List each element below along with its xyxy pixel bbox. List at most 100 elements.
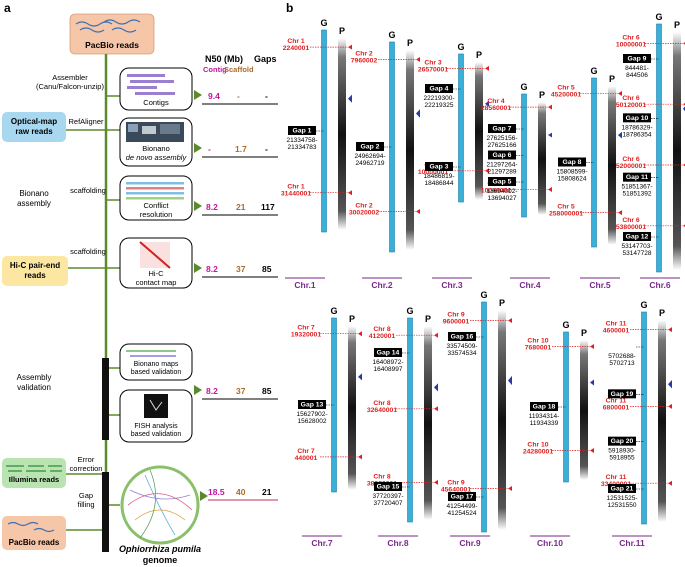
- gap-name: Gap 1: [293, 128, 312, 135]
- optical-map-probe: [338, 38, 346, 230]
- bionano-gaps: -: [265, 144, 268, 154]
- p-letter: P: [499, 298, 505, 308]
- chr-label: Chr.11: [619, 538, 645, 548]
- blue-marker: [358, 373, 362, 381]
- gap-name: Gap 11: [626, 174, 649, 181]
- gap-coords: 12531525-12531550: [606, 495, 637, 509]
- scaffold-header: Scaffold: [224, 65, 254, 74]
- blue-marker: [618, 131, 622, 139]
- gap-name: Gap 14: [377, 350, 400, 357]
- chr-label: Chr.7: [311, 538, 333, 548]
- final-n50-contig: 18.5: [208, 487, 225, 497]
- p-letter: P: [425, 314, 431, 324]
- g-letter: G: [320, 18, 327, 28]
- hic-input: [2, 256, 68, 286]
- gap-badge: [558, 157, 586, 167]
- hic-gaps: 85: [262, 264, 272, 274]
- gap-coords: 24962694-24962719: [354, 153, 385, 167]
- p-letter: P: [539, 90, 545, 100]
- blue-marker: [416, 109, 420, 118]
- chr-label: Chr.6: [649, 280, 671, 290]
- gap-badge: [623, 54, 651, 63]
- conflict-n50-contig: 8.2: [206, 202, 218, 212]
- breakpoint-marker: [668, 403, 672, 409]
- bionano-n50-scaffold: 1.7: [235, 144, 247, 154]
- final-gaps: 21: [262, 487, 272, 497]
- gap-badge: [608, 484, 636, 493]
- gap-coords: 5918930-5918955: [608, 448, 635, 462]
- p-letter: P: [609, 74, 615, 84]
- gap-coords: 13694002-13694027: [486, 188, 517, 202]
- gap-coords: 18486819-18486844: [423, 173, 454, 187]
- gap-badge: [374, 348, 402, 357]
- optical-map-probe: [348, 326, 356, 490]
- gap-badge: [374, 482, 402, 491]
- gap-badge: [425, 162, 453, 171]
- genome-bar: [481, 301, 487, 533]
- gap-coords: 53147703-53147728: [621, 243, 652, 257]
- gap-coords: 37720397-37720407: [372, 493, 403, 507]
- gap-badge: [623, 113, 651, 123]
- gap-name: Gap 18: [533, 404, 556, 411]
- breakpoint-marker: [548, 104, 552, 110]
- gap-name: Gap 3: [430, 164, 449, 171]
- gap-name: Gap 17: [451, 494, 474, 501]
- step-contigs: Assembler(Canu/Falcon-unzip) Contigs 9.4…: [36, 67, 278, 111]
- blue-marker: [348, 94, 352, 103]
- g-letter: G: [480, 290, 487, 300]
- gap-badge: [608, 389, 636, 399]
- optical-map-probe: [475, 62, 483, 200]
- gap-coords: 41254499-41254524: [446, 503, 477, 517]
- breakpoint-marker: [434, 406, 438, 412]
- p-letter: P: [349, 314, 355, 324]
- genome-bar: [641, 311, 647, 525]
- optical-map-probe: [406, 50, 414, 250]
- breakpoint-marker: [485, 168, 489, 174]
- gap-coords: 5702688-5702713: [608, 353, 635, 367]
- g-letter: G: [562, 320, 569, 330]
- gap-badge: [623, 172, 651, 182]
- pacbio-top-input: PacBio reads: [69, 13, 155, 55]
- g-letter: G: [388, 30, 395, 40]
- optical-map-input: [2, 112, 66, 142]
- conflict-n50-scaffold: 21: [236, 202, 246, 212]
- hic-n50-contig: 8.2: [206, 264, 218, 274]
- breakpoint-marker: [618, 210, 622, 216]
- p-letter: P: [674, 20, 680, 30]
- gap-name: Gap 20: [611, 438, 634, 445]
- g-letter: G: [590, 66, 597, 76]
- chr-label: Chr.8: [387, 538, 409, 548]
- gap-badge: [425, 84, 453, 93]
- breakpoint-marker: [508, 486, 512, 491]
- panel-a: a PacBio reads N50 (Mb) Gaps Contig Scaf…: [2, 1, 278, 565]
- gap-coords: 15627902-15628002: [296, 411, 327, 425]
- breakpoint-marker: [416, 57, 420, 62]
- validation-n50-contig: 8.2: [206, 386, 218, 396]
- breakpoint-marker: [434, 479, 438, 485]
- breakpoint-marker: [348, 190, 352, 196]
- gap-coords: 22219300-22219325: [423, 95, 454, 109]
